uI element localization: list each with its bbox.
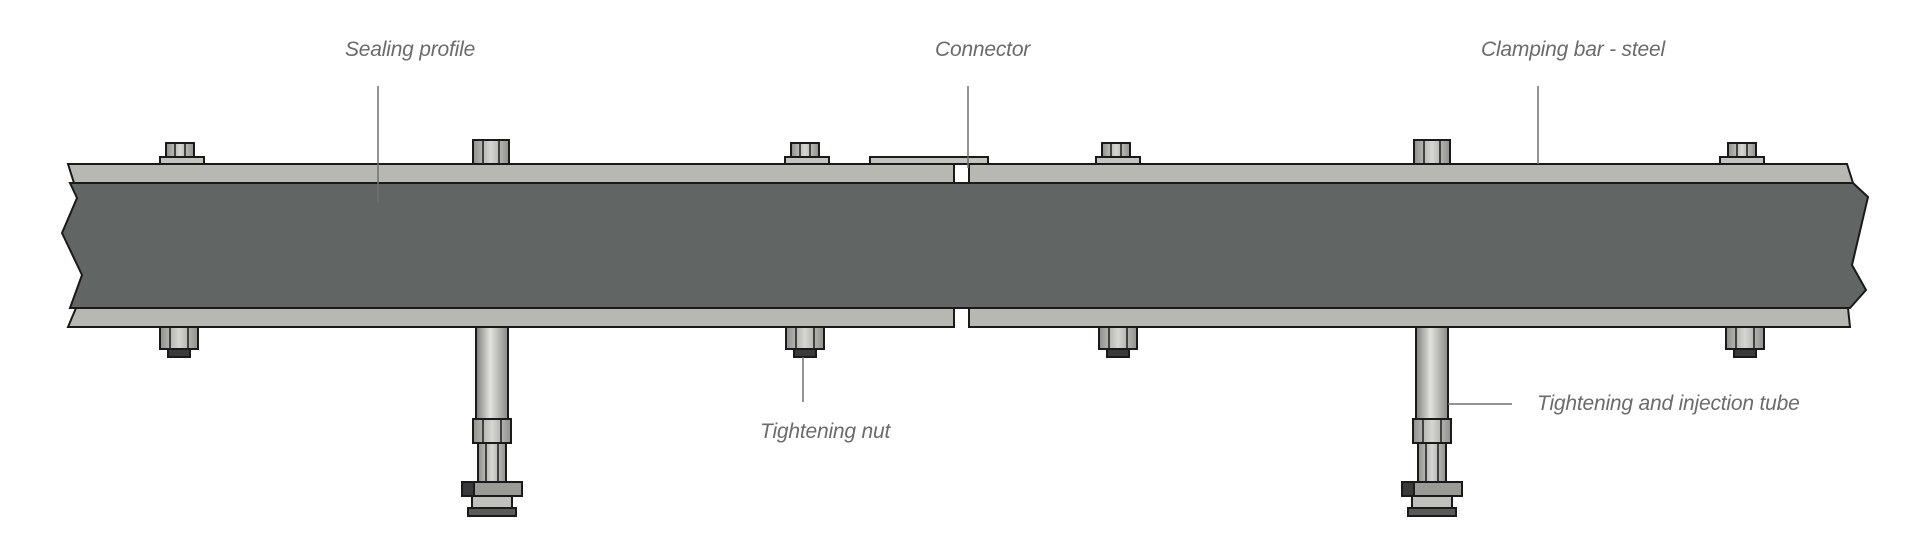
sealing-profile bbox=[60, 182, 1870, 309]
top-bolt bbox=[1413, 139, 1451, 165]
label-injection-tube: Tightening and injection tube bbox=[1537, 392, 1800, 415]
bottom-nut bbox=[1098, 326, 1138, 358]
clamping-bar-bottom-left bbox=[66, 307, 955, 328]
bottom-nut bbox=[159, 326, 199, 358]
top-bolt bbox=[784, 142, 830, 165]
injection-tube-assembly bbox=[461, 326, 523, 517]
injection-tube-assembly bbox=[1401, 326, 1463, 517]
top-bolt bbox=[159, 142, 205, 165]
clamping-bar-top-left bbox=[66, 163, 955, 184]
label-connector: Connector bbox=[935, 38, 1031, 61]
top-bolt bbox=[1719, 142, 1765, 165]
top-bolt bbox=[1095, 142, 1141, 165]
label-tightening-nut: Tightening nut bbox=[760, 420, 891, 443]
connector-plate bbox=[869, 156, 989, 165]
top-bolt bbox=[472, 139, 510, 165]
clamping-bar-bottom-right bbox=[968, 307, 1852, 328]
bottom-nut bbox=[1725, 326, 1765, 358]
clamping-bar-top-right bbox=[968, 163, 1855, 184]
bottom-nut bbox=[785, 326, 825, 358]
label-sealing-profile: Sealing profile bbox=[345, 38, 476, 61]
label-clamping-bar: Clamping bar - steel bbox=[1481, 38, 1665, 61]
